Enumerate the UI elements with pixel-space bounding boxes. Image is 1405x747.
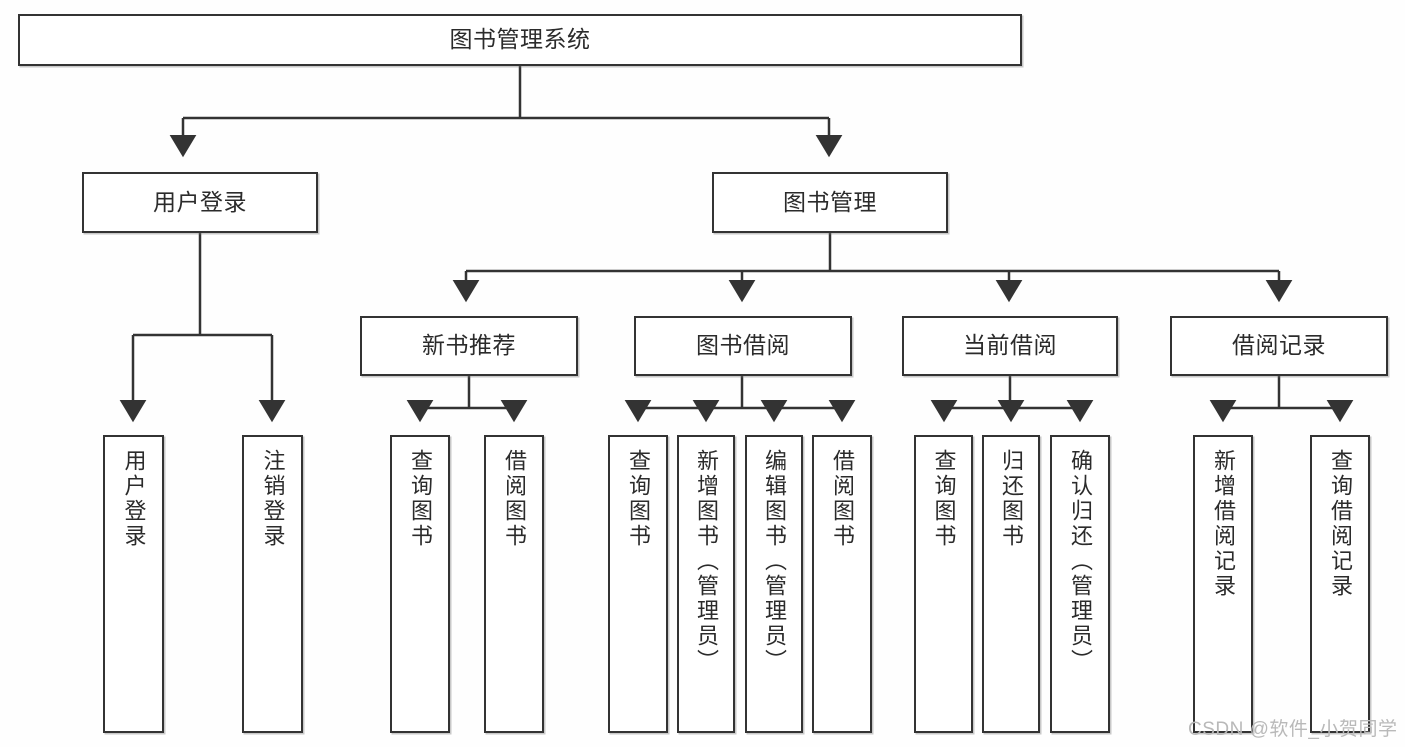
node-book-borrow-label: 图书借阅 (696, 332, 790, 359)
node-book-management-label: 图书管理 (783, 188, 877, 215)
node-current-borrow[interactable]: 当前借阅 (902, 316, 1118, 376)
node-user-login-label: 用户登录 (153, 188, 247, 215)
node-leaf-query-book-3-label: 查询图书 (931, 449, 957, 549)
node-leaf-query-book-3[interactable]: 查询图书 (914, 435, 973, 733)
node-leaf-logout[interactable]: 注销登录 (242, 435, 303, 733)
node-leaf-borrow-book-2-label: 借阅图书 (830, 449, 855, 549)
node-leaf-edit-book-label: 编辑图书（管理员） (762, 449, 787, 674)
node-leaf-return-book[interactable]: 归还图书 (982, 435, 1040, 733)
node-leaf-add-book[interactable]: 新增图书（管理员） (677, 435, 735, 733)
node-leaf-return-book-label: 归还图书 (999, 449, 1024, 549)
node-leaf-add-record-label: 新增借阅记录 (1211, 449, 1236, 599)
node-leaf-query-record-label: 查询借阅记录 (1328, 449, 1353, 599)
node-user-login[interactable]: 用户登录 (82, 172, 318, 233)
node-leaf-query-book-2-label: 查询图书 (626, 449, 651, 549)
node-new-book-recommend-label: 新书推荐 (422, 332, 516, 359)
node-leaf-user-login[interactable]: 用户登录 (103, 435, 164, 733)
node-new-book-recommend[interactable]: 新书推荐 (360, 316, 578, 376)
watermark: CSDN @软件_小贺同学 (1188, 719, 1398, 740)
node-leaf-logout-label: 注销登录 (260, 449, 286, 549)
node-borrow-record[interactable]: 借阅记录 (1170, 316, 1388, 376)
node-leaf-borrow-book-1[interactable]: 借阅图书 (484, 435, 544, 733)
node-leaf-query-record[interactable]: 查询借阅记录 (1310, 435, 1370, 733)
node-leaf-add-book-label: 新增图书（管理员） (694, 449, 719, 674)
node-root[interactable]: 图书管理系统 (18, 14, 1022, 66)
node-leaf-query-book-1[interactable]: 查询图书 (390, 435, 450, 733)
node-leaf-borrow-book-1-label: 借阅图书 (502, 449, 527, 549)
node-root-label: 图书管理系统 (449, 26, 591, 53)
node-leaf-query-book-1-label: 查询图书 (408, 449, 433, 549)
node-leaf-confirm-return-label: 确认归还（管理员） (1068, 449, 1093, 674)
node-current-borrow-label: 当前借阅 (963, 332, 1057, 359)
node-book-borrow[interactable]: 图书借阅 (634, 316, 852, 376)
node-book-management[interactable]: 图书管理 (712, 172, 948, 233)
node-leaf-borrow-book-2[interactable]: 借阅图书 (812, 435, 872, 733)
node-borrow-record-label: 借阅记录 (1232, 332, 1326, 359)
node-leaf-add-record[interactable]: 新增借阅记录 (1193, 435, 1253, 733)
node-leaf-edit-book[interactable]: 编辑图书（管理员） (745, 435, 803, 733)
node-leaf-confirm-return[interactable]: 确认归还（管理员） (1050, 435, 1110, 733)
node-leaf-query-book-2[interactable]: 查询图书 (608, 435, 668, 733)
node-leaf-user-login-label: 用户登录 (121, 449, 147, 549)
